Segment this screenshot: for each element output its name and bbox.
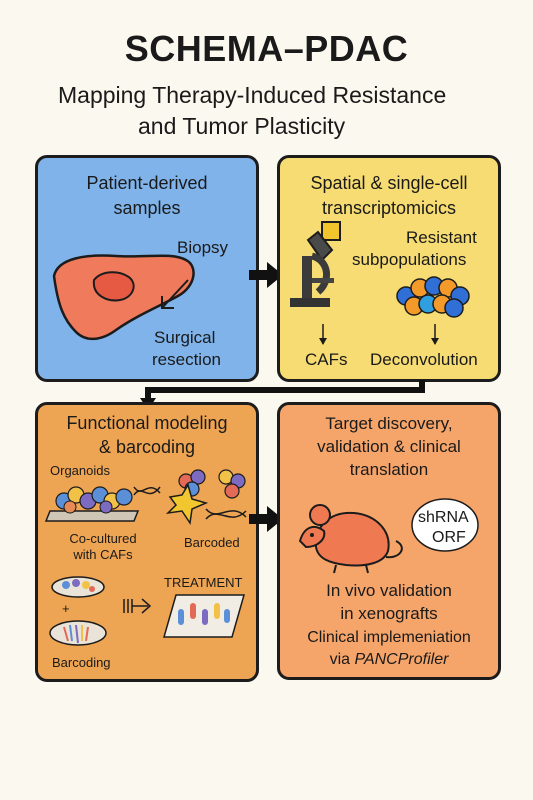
- treatment-plate-icon: [163, 594, 245, 638]
- down-arrow-icon: [319, 324, 327, 345]
- right-arrow-icon: [249, 506, 283, 532]
- panel-target-discovery: Target discovery, validation & clinical …: [277, 402, 501, 680]
- organoids-label: Organoids: [50, 463, 110, 478]
- panel-title-line-1: Patient-derived: [86, 173, 208, 193]
- panel-title-line-1: Functional modeling: [66, 413, 228, 433]
- deconvolution-label: Deconvolution: [370, 350, 478, 369]
- orf-label: ORF: [432, 529, 466, 546]
- invivo-label-line-1: In vivo validation: [326, 581, 452, 600]
- shrna-label: shRNA: [418, 509, 469, 526]
- barcoding-label: Barcoding: [52, 655, 111, 670]
- resection-label-line-1: Surgical: [154, 328, 216, 347]
- shrna-orf-badge: [411, 498, 479, 552]
- cafs-label: CAFs: [305, 350, 348, 369]
- caf-cell-icon: [165, 469, 246, 526]
- plus-sign: +: [62, 601, 70, 616]
- barcoded-label: Barcoded: [184, 535, 240, 550]
- microscope-icon: [290, 221, 341, 307]
- coculture-label-line-2: with CAFs: [73, 547, 133, 562]
- panel-title-line-2: & barcoding: [98, 437, 196, 457]
- panel-title-line-1: Target discovery,: [325, 414, 453, 433]
- clinical-label-line-2: via PANCProfiler: [329, 651, 449, 668]
- mouse-icon: [298, 504, 403, 574]
- panel-functional-modeling: Functional modeling & barcoding Organoid…: [35, 402, 259, 682]
- panel-title-line-3: translation: [349, 460, 429, 479]
- treatment-label: TREATMENT: [164, 575, 243, 590]
- down-arrow-icon: [431, 324, 439, 345]
- down-left-arrow-icon: [161, 279, 189, 309]
- dna-icon: [133, 486, 161, 496]
- resistant-label-line-1: Resistant: [406, 228, 477, 247]
- right-arrow-icon: [249, 262, 283, 288]
- panel-spatial-transcriptomics: Spatial & single-cell transcriptomicics …: [277, 155, 501, 382]
- panel-title-line-2: transcriptomicics: [321, 198, 457, 218]
- panel-title-line-2: samples: [113, 198, 181, 218]
- biopsy-label: Biopsy: [177, 238, 229, 257]
- organoid-plate-icon: [44, 486, 140, 522]
- panel-title-line-2: validation & clinical: [317, 437, 461, 456]
- cell-cluster-icon: [396, 276, 470, 318]
- resection-label-line-2: resection: [152, 350, 221, 369]
- dna-barcode-icon: [205, 508, 247, 520]
- subtitle-line-1: Mapping Therapy-Induced Resistance: [58, 82, 447, 108]
- panel-patient-samples: Patient-derived samples Biopsy Surgical …: [35, 155, 259, 382]
- pancprofiler-label: PANCProfiler: [354, 651, 449, 668]
- invivo-label-line-2: in xenografts: [340, 604, 438, 623]
- clinical-label-line-1: Clinical implemeniation: [307, 629, 471, 646]
- barcoded-dish-icon: [49, 620, 107, 646]
- subtitle-line-2: and Tumor Plasticity: [138, 113, 346, 139]
- petri-dish-icon: [51, 576, 105, 598]
- liver-organ-icon: [52, 254, 195, 341]
- coculture-label-line-1: Co-cultured: [69, 531, 137, 546]
- resistant-label-line-2: subpopulations: [352, 250, 467, 269]
- page-title: SCHEMA–PDAC: [124, 28, 409, 69]
- panel-title-line-1: Spatial & single-cell: [310, 173, 468, 193]
- double-arrow-icon: [123, 598, 152, 614]
